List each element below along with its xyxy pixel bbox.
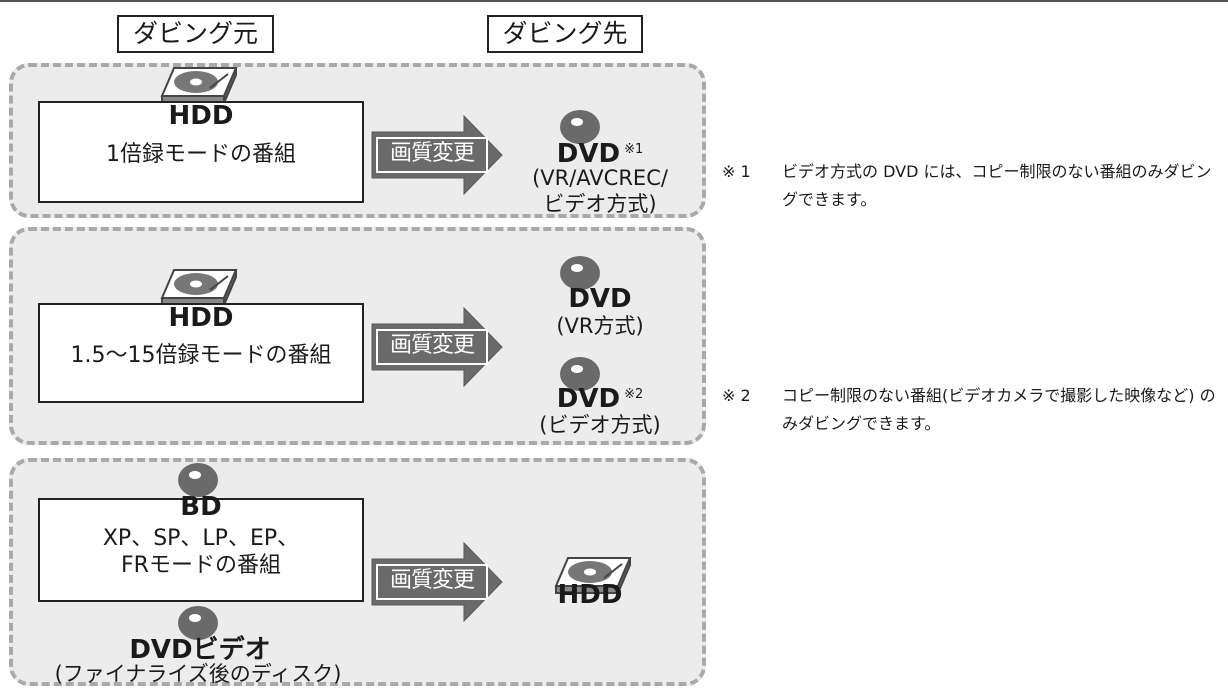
- footnote-text: ビデオ方式の DVD には、コピー制限のない番組のみダビングできます。: [782, 162, 1212, 209]
- source-box-3: [38, 498, 364, 602]
- quality-change-arrow: 画質変更: [370, 114, 504, 196]
- disc-icon: [178, 463, 218, 497]
- dest-media-label: DVD※1: [540, 140, 660, 168]
- footnote-key: ※ 1: [722, 162, 751, 181]
- dest-format-line: (ビデオ方式): [539, 413, 661, 437]
- header-source: ダビング元: [117, 15, 274, 53]
- dest-media-label: DVD※2: [540, 385, 660, 413]
- source-program-label: FRモードの番組: [121, 553, 281, 578]
- footnote-2: ※ 2 コピー制限のない番組(ビデオカメラで撮影した映像など) のみダビングでき…: [722, 382, 1222, 442]
- footnote-1: ※ 1 ビデオ方式の DVD には、コピー制限のない番組のみダビングできます。: [722, 158, 1222, 218]
- source-box-1: [38, 101, 364, 203]
- footnote-text: コピー制限のない番組(ビデオカメラで撮影した映像など) のみダビングできます。: [782, 386, 1216, 433]
- footnote-key: ※ 2: [722, 386, 751, 405]
- source-program-label: 1.5〜15倍録モードの番組: [70, 343, 332, 368]
- source-box-2: [38, 303, 364, 403]
- source-sub-label: (ファイナライズ後のディスク): [54, 662, 342, 686]
- disc-icon: [560, 357, 600, 391]
- dest-media-text: DVD: [568, 284, 632, 314]
- footnote-mark: ※1: [624, 142, 644, 157]
- dest-format-line: (VR方式): [556, 314, 644, 338]
- footnote-mark: ※2: [624, 387, 644, 402]
- quality-change-label: 画質変更: [389, 333, 475, 358]
- header-destination: ダビング先: [487, 15, 643, 53]
- disc-icon: [178, 606, 218, 640]
- source-media-label: HDD: [168, 101, 234, 131]
- quality-change-arrow: 画質変更: [370, 306, 504, 388]
- quality-change-label: 画質変更: [389, 141, 475, 166]
- dest-media-text: DVD: [556, 384, 621, 414]
- disc-icon: [560, 256, 600, 290]
- hdd-icon: [160, 67, 238, 104]
- quality-change-arrow: 画質変更: [370, 541, 504, 623]
- source-program-label: 1倍録モードの番組: [106, 142, 296, 167]
- dest-media-text: DVD: [556, 139, 621, 169]
- source-media-label-2: DVDビデオ: [129, 635, 271, 665]
- source-media-label: HDD: [168, 303, 234, 333]
- top-rule: [0, 0, 1228, 2]
- dest-media-label: DVD: [540, 285, 660, 313]
- hdd-icon: [160, 269, 238, 306]
- quality-change-label: 画質変更: [389, 568, 475, 593]
- source-program-label: XP、SP、LP、EP、: [102, 526, 300, 551]
- hdd-icon: [554, 557, 632, 594]
- disc-icon: [560, 110, 600, 144]
- dest-media-label: HDD: [557, 580, 623, 610]
- dest-format-line: ビデオ方式): [543, 192, 657, 216]
- source-media-label: BD: [180, 492, 222, 522]
- dest-format-line: (VR/AVCREC/: [532, 166, 668, 190]
